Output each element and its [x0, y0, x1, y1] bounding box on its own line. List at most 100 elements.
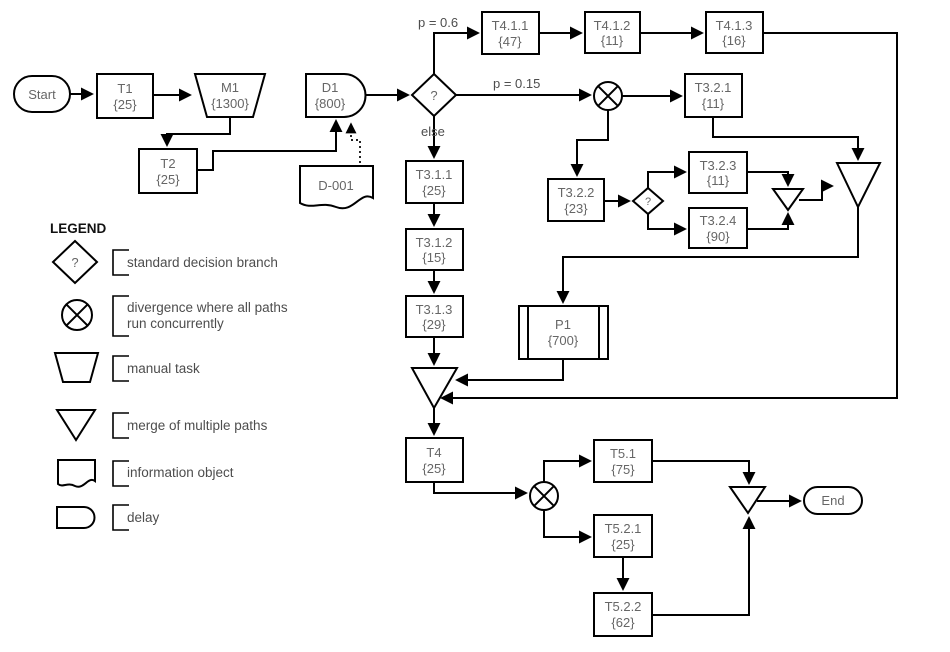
- svg-text:{11}: {11}: [601, 33, 624, 48]
- svg-text:T3.2.1: T3.2.1: [695, 80, 732, 95]
- legend-item-merge: merge of multiple paths: [55, 409, 268, 442]
- legend-item-decision: ? standard decision branch: [51, 239, 278, 285]
- svg-text:T4.1.3: T4.1.3: [716, 18, 753, 33]
- svg-text:T5.2.2: T5.2.2: [605, 599, 642, 614]
- edges: [70, 26, 898, 616]
- svg-text:merge of multiple paths: merge of multiple paths: [127, 418, 268, 433]
- edge-t4-fork2: [433, 482, 528, 500]
- node-t321[interactable]: T3.2.1 {11}: [684, 73, 743, 118]
- svg-text:T3.1.1: T3.1.1: [416, 167, 453, 182]
- legend-item-delay: delay: [56, 504, 160, 531]
- information-object-icon: [57, 459, 96, 488]
- node-start-label: Start: [28, 87, 56, 102]
- edge-merge2-p1: [556, 207, 859, 304]
- delay-icon: [56, 506, 96, 529]
- svg-text:P1: P1: [555, 317, 571, 332]
- edge-t51-merge3: [652, 460, 756, 485]
- edge-decision2-t324: [647, 214, 687, 236]
- svg-text:{29}: {29}: [422, 317, 446, 332]
- edge-p1-merge1: [455, 359, 564, 387]
- node-start[interactable]: Start: [13, 75, 71, 113]
- svg-text:T3.2.4: T3.2.4: [700, 213, 737, 228]
- edge-label-p015: p = 0.15: [493, 76, 540, 91]
- svg-text:T1: T1: [117, 81, 132, 96]
- svg-text:{11}: {11}: [707, 173, 730, 188]
- svg-text:?: ?: [71, 255, 78, 270]
- node-merge1[interactable]: [410, 367, 459, 411]
- svg-text:{1300}: {1300}: [211, 96, 249, 111]
- svg-text:{25}: {25}: [611, 537, 635, 552]
- svg-text:{15}: {15}: [422, 250, 446, 265]
- svg-text:D-001: D-001: [318, 178, 353, 193]
- node-end[interactable]: End: [803, 486, 863, 515]
- node-decision1[interactable]: ?: [410, 72, 458, 118]
- svg-text:information object: information object: [127, 465, 234, 480]
- node-m1-manual-task[interactable]: M1 {1300}: [193, 73, 267, 118]
- edge-fork2-t521: [543, 510, 592, 544]
- node-merge3[interactable]: [728, 486, 767, 515]
- node-merge2[interactable]: [835, 162, 882, 210]
- legend: LEGEND ? standard decision branch diverg…: [50, 221, 288, 531]
- edge-label-p06: p = 0.6: [418, 15, 458, 30]
- svg-text:T3.1.2: T3.1.2: [416, 235, 453, 250]
- legend-item-manual-task: manual task: [53, 352, 200, 383]
- svg-text:T4.1.2: T4.1.2: [594, 18, 631, 33]
- node-t324[interactable]: T3.2.4 {90}: [688, 207, 748, 249]
- svg-text:run concurrently: run concurrently: [127, 316, 224, 331]
- manual-task-icon: [53, 352, 100, 383]
- node-t411[interactable]: T4.1.1 {47}: [481, 11, 540, 55]
- svg-text:{800}: {800}: [315, 96, 346, 111]
- svg-text:D1: D1: [322, 80, 339, 95]
- svg-text:T2: T2: [160, 156, 175, 171]
- node-t521[interactable]: T5.2.1 {25}: [593, 514, 653, 558]
- svg-text:standard decision branch: standard decision branch: [127, 255, 278, 270]
- svg-text:T5.1: T5.1: [610, 446, 636, 461]
- svg-text:{25}: {25}: [422, 183, 446, 198]
- svg-text:T3.2.3: T3.2.3: [700, 158, 737, 173]
- node-t322[interactable]: T3.2.2 {23}: [547, 178, 605, 222]
- svg-text:T5.2.1: T5.2.1: [605, 521, 642, 536]
- svg-text:T3.2.2: T3.2.2: [558, 185, 595, 200]
- node-t412[interactable]: T4.1.2 {11}: [584, 11, 641, 54]
- node-d1-delay[interactable]: D1 {800}: [305, 73, 367, 118]
- svg-text:manual task: manual task: [127, 361, 200, 376]
- decision-diamond-icon: [51, 239, 99, 285]
- node-t413[interactable]: T4.1.3 {16}: [705, 11, 764, 54]
- node-merge-small[interactable]: [771, 188, 805, 212]
- node-t312[interactable]: T3.1.2 {15}: [405, 228, 464, 271]
- svg-text:T4: T4: [426, 445, 441, 460]
- edge-fork2-t51: [543, 454, 592, 482]
- node-t4[interactable]: T4 {25}: [405, 437, 464, 483]
- svg-text:{90}: {90}: [706, 229, 730, 244]
- svg-text:divergence where all paths: divergence where all paths: [127, 300, 288, 315]
- svg-text:{75}: {75}: [611, 462, 635, 477]
- node-d001-information-object[interactable]: D-001: [299, 165, 374, 210]
- node-t323[interactable]: T3.2.3 {11}: [688, 151, 748, 194]
- edge-t323-smallmerge: [747, 171, 795, 187]
- node-decision2[interactable]: ?: [631, 186, 665, 216]
- node-t2[interactable]: T2 {25}: [138, 148, 198, 194]
- merge-triangle-icon: [55, 409, 97, 442]
- node-t1[interactable]: T1 {25}: [96, 73, 154, 119]
- svg-text:{25}: {25}: [156, 172, 180, 187]
- edge-decision2-t323: [647, 165, 687, 188]
- node-p1-subprocess[interactable]: P1 {700}: [518, 305, 609, 360]
- legend-item-divergence: divergence where all paths run concurren…: [61, 295, 288, 337]
- svg-text:?: ?: [430, 88, 437, 103]
- edge-label-else: else: [421, 124, 445, 139]
- svg-text:T4.1.1: T4.1.1: [492, 18, 529, 33]
- node-t313[interactable]: T3.1.3 {29}: [405, 295, 464, 338]
- svg-text:T3.1.3: T3.1.3: [416, 302, 453, 317]
- node-t311[interactable]: T3.1.1 {25}: [405, 160, 464, 204]
- edge-decision1-t411: [433, 26, 480, 74]
- node-divergence-fork1[interactable]: [593, 81, 623, 111]
- node-t522[interactable]: T5.2.2 {62}: [593, 592, 653, 637]
- node-divergence-fork2[interactable]: [529, 481, 559, 511]
- svg-text:{25}: {25}: [113, 97, 137, 112]
- legend-title: LEGEND: [50, 221, 107, 236]
- svg-text:delay: delay: [127, 510, 160, 525]
- node-t51[interactable]: T5.1 {75}: [593, 439, 653, 483]
- edge-t324-smallmerge: [747, 212, 795, 230]
